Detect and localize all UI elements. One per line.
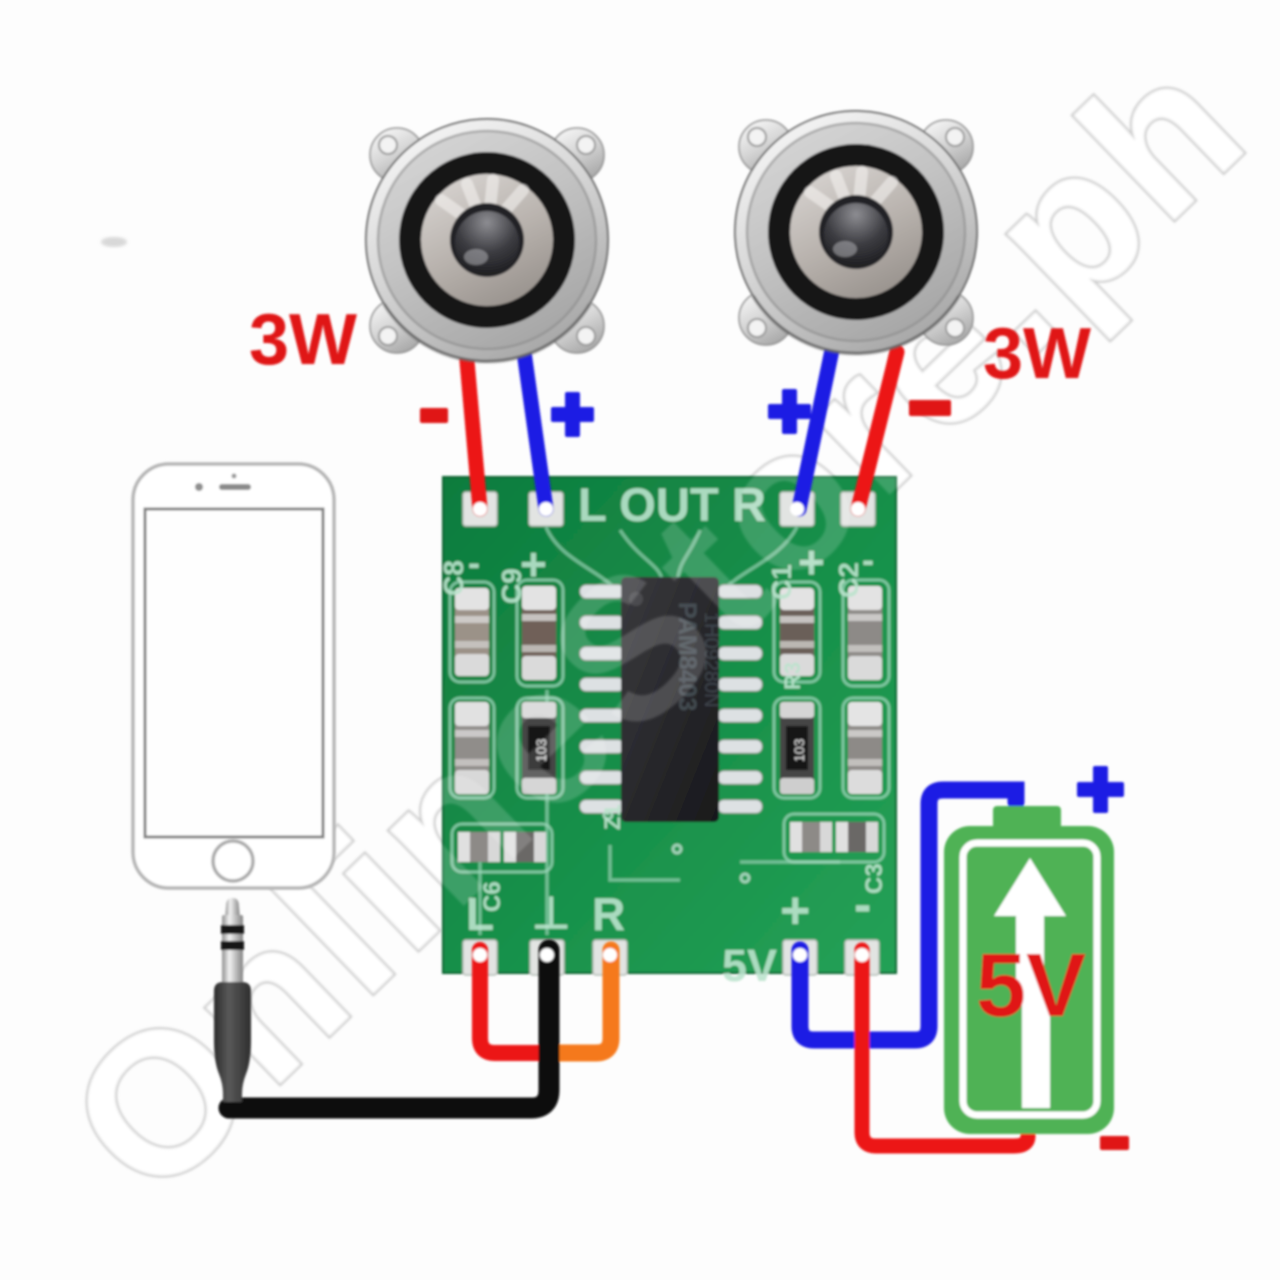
svg-text:3W: 3W bbox=[983, 314, 1091, 394]
svg-text:R3: R3 bbox=[780, 662, 805, 690]
svg-text:C1: C1 bbox=[766, 564, 797, 600]
svg-text:C8: C8 bbox=[438, 560, 469, 596]
svg-text:-: - bbox=[862, 539, 874, 580]
svg-text:103: 103 bbox=[533, 738, 549, 762]
svg-text:C6: C6 bbox=[479, 881, 506, 912]
svg-text:C2: C2 bbox=[833, 562, 864, 598]
svg-text:103: 103 bbox=[791, 738, 807, 762]
svg-text:L: L bbox=[466, 888, 494, 940]
svg-text:1H09280N: 1H09280N bbox=[700, 612, 722, 708]
svg-text:R: R bbox=[592, 888, 625, 940]
svg-text:C3: C3 bbox=[861, 863, 888, 894]
svg-text:+: + bbox=[520, 538, 547, 590]
svg-text:C9: C9 bbox=[496, 568, 527, 604]
svg-text:+: + bbox=[798, 536, 825, 588]
svg-text:-: - bbox=[854, 876, 871, 934]
svg-text:+: + bbox=[780, 882, 810, 940]
svg-text:Z1: Z1 bbox=[600, 804, 625, 830]
svg-text:5V: 5V bbox=[722, 940, 777, 991]
svg-text:3W: 3W bbox=[249, 300, 357, 380]
svg-text:PAM8403: PAM8403 bbox=[673, 602, 701, 711]
svg-text:-: - bbox=[468, 542, 480, 583]
svg-text:5V: 5V bbox=[976, 936, 1086, 1036]
svg-text:L OUT R: L OUT R bbox=[578, 478, 766, 531]
svg-text:⊥: ⊥ bbox=[532, 889, 570, 938]
